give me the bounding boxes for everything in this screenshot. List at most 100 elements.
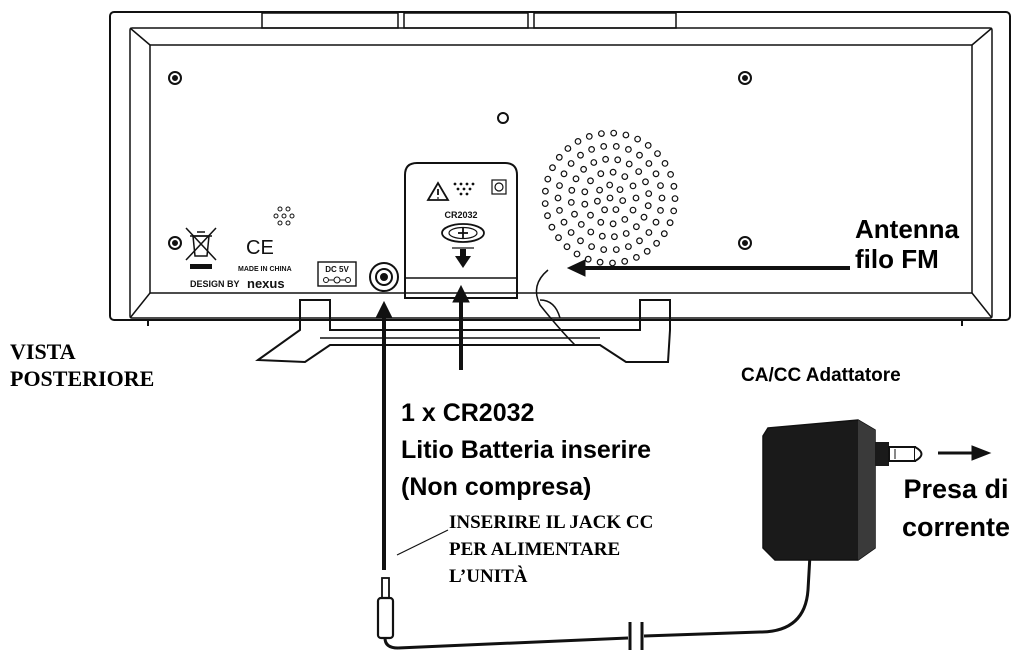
speaker-hole <box>594 197 601 205</box>
speaker-hole <box>645 229 653 236</box>
speaker-hole <box>644 141 652 149</box>
outlet-arrow-icon <box>971 445 992 461</box>
buzzer-grille-icon <box>273 206 295 226</box>
screw <box>168 236 182 250</box>
speaker-hole <box>587 177 594 185</box>
speaker-hole <box>619 197 627 205</box>
top-slot <box>533 12 677 29</box>
speaker-hole <box>568 186 576 194</box>
speaker-hole <box>660 230 668 238</box>
speaker-hole <box>564 145 572 152</box>
speaker-hole <box>636 237 643 245</box>
jack-leader-line <box>396 529 449 556</box>
speaker-hole <box>652 170 660 178</box>
adapter-cable-right <box>643 554 812 638</box>
speaker-hole <box>577 237 584 245</box>
speaker-hole <box>671 195 679 203</box>
speaker-hole <box>563 243 571 251</box>
speaker-hole <box>544 175 552 183</box>
speaker-hole <box>670 207 678 215</box>
speaker-hole <box>577 151 584 159</box>
speaker-hole <box>634 135 641 143</box>
speaker-hole <box>555 234 562 242</box>
battery-insert-arrow-icon <box>455 256 471 268</box>
antenna-label: Antenna filo FM <box>855 214 959 274</box>
speaker-hole <box>560 218 568 226</box>
speaker-hole <box>585 132 593 140</box>
speaker-hole <box>587 228 595 236</box>
speaker-hole <box>625 160 633 168</box>
top-slot <box>261 12 399 29</box>
top-slot <box>403 12 529 29</box>
speaker-hole <box>633 223 640 231</box>
speaker-hole <box>667 170 674 178</box>
speaker-hole <box>643 247 651 255</box>
speaker-hole <box>621 215 629 223</box>
speaker-hole <box>606 181 614 189</box>
speaker-hole <box>611 233 618 241</box>
speaker-hole <box>652 218 660 226</box>
speaker-hole <box>598 130 605 138</box>
speaker-hole <box>567 198 575 206</box>
speaker-hole <box>567 160 575 167</box>
speaker-hole <box>625 145 632 153</box>
speaker-hole <box>670 182 678 190</box>
battery-compartment <box>404 162 518 299</box>
speaker-hole <box>632 194 640 202</box>
antenna-pointer-arrow-icon <box>566 259 586 277</box>
speaker-hole <box>597 218 605 226</box>
speaker-hole <box>548 223 556 231</box>
polarity-icon <box>323 276 351 284</box>
speaker-hole <box>580 165 587 173</box>
speaker-hole <box>621 173 629 181</box>
speaker-hole <box>636 151 643 159</box>
speaker-hole <box>640 213 648 221</box>
speaker-hole <box>612 142 620 150</box>
recycle-dots <box>453 182 475 196</box>
device-housing <box>109 11 1011 321</box>
speaker-hole <box>554 194 562 202</box>
speaker-hole <box>661 159 669 167</box>
speaker-hole <box>642 178 649 186</box>
speaker-hole <box>556 206 563 214</box>
made-in-label: MADE IN CHINA <box>238 266 292 273</box>
speaker-hole <box>596 258 604 266</box>
speaker-hole <box>549 164 556 172</box>
speaker-hole <box>567 229 575 236</box>
speaker-hole <box>600 142 608 150</box>
speaker-hole <box>560 170 568 178</box>
speaker-hole <box>588 243 595 251</box>
weee-bin-icon <box>185 227 217 261</box>
dc-plug <box>376 577 399 650</box>
speaker-hole <box>635 168 643 176</box>
speaker-hole <box>606 194 614 202</box>
adapter-cable <box>397 636 629 650</box>
speaker-hole <box>658 194 666 202</box>
speaker-hole <box>601 206 608 214</box>
battery-pointer-arrow-icon <box>452 284 470 303</box>
device-stand <box>255 299 671 364</box>
hanging-hole <box>497 112 509 124</box>
compliance-icon <box>491 179 507 195</box>
speaker-hole <box>584 255 592 263</box>
speaker-hole <box>654 150 661 158</box>
speaker-hole <box>616 186 624 194</box>
speaker-hole <box>645 190 653 198</box>
speaker-hole <box>572 175 580 183</box>
speaker-hole <box>621 257 629 265</box>
speaker-hole <box>657 182 664 190</box>
speaker-hole <box>622 131 630 139</box>
speaker-hole <box>573 250 581 258</box>
speaker-hole <box>577 220 585 228</box>
speaker-hole <box>588 145 595 153</box>
speaker-hole <box>556 182 563 190</box>
speaker-hole <box>596 186 603 194</box>
rear-view-label: VISTA POSTERIORE <box>10 339 155 391</box>
speaker-hole <box>629 206 637 214</box>
speaker-hole <box>666 219 674 227</box>
speaker-hole <box>587 211 594 219</box>
speaker-hole <box>598 232 606 240</box>
screw <box>738 236 752 250</box>
speaker-hole <box>574 137 582 145</box>
